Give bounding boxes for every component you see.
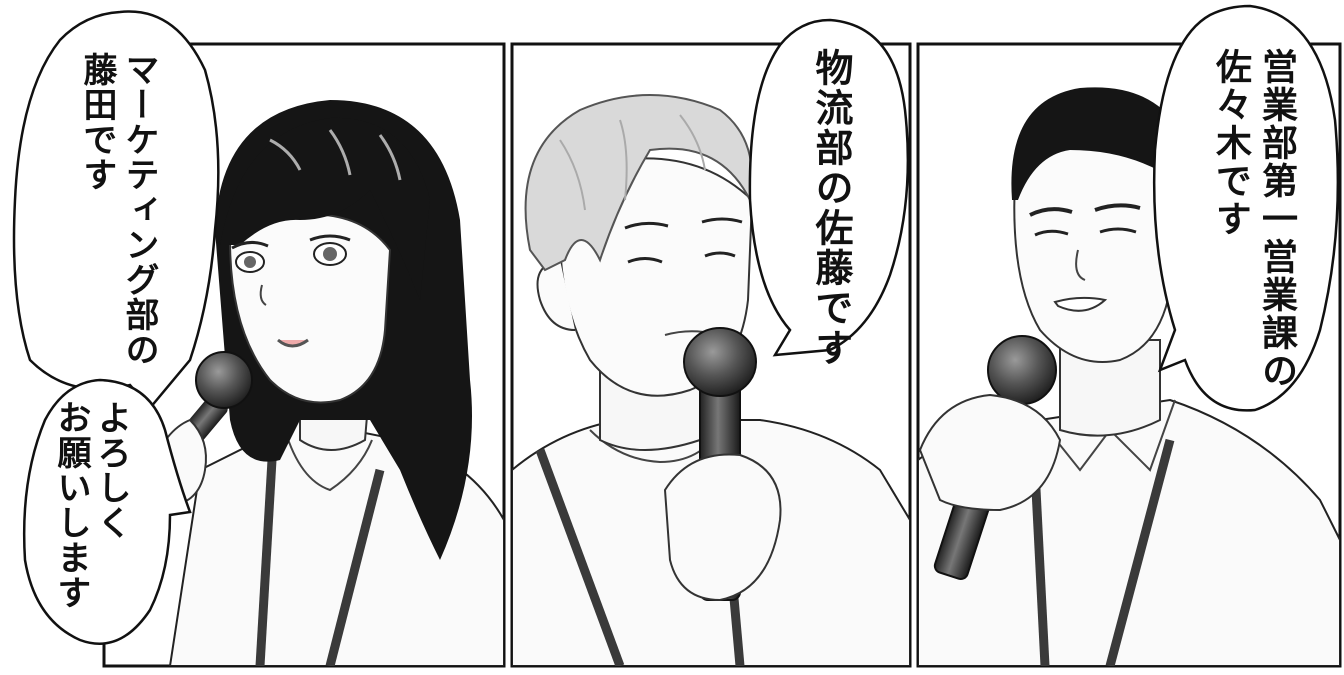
- panel-logistics: [510, 42, 912, 668]
- speech-bubble-marketing-greeting: [22, 378, 192, 645]
- panel-marketing: [102, 42, 506, 668]
- speech-bubble-sales: [1152, 4, 1340, 412]
- speech-text-sales-col1: 営業部第一営業課の: [1256, 48, 1297, 390]
- speech-text-sales-col2: 佐々木です: [1210, 48, 1251, 238]
- speech-text-marketing-col2: 藤田です: [77, 52, 117, 192]
- panel-sales: [916, 42, 1342, 668]
- speech-text-marketing-col1: マーケティング部の: [119, 52, 159, 367]
- speech-bubble-logistics: [748, 18, 910, 357]
- speech-text-greeting-col2: お願いします: [51, 400, 91, 610]
- speech-text-greeting-col1: よろしく: [91, 400, 131, 540]
- speech-text-logistics: 物流部の佐藤です: [809, 48, 853, 368]
